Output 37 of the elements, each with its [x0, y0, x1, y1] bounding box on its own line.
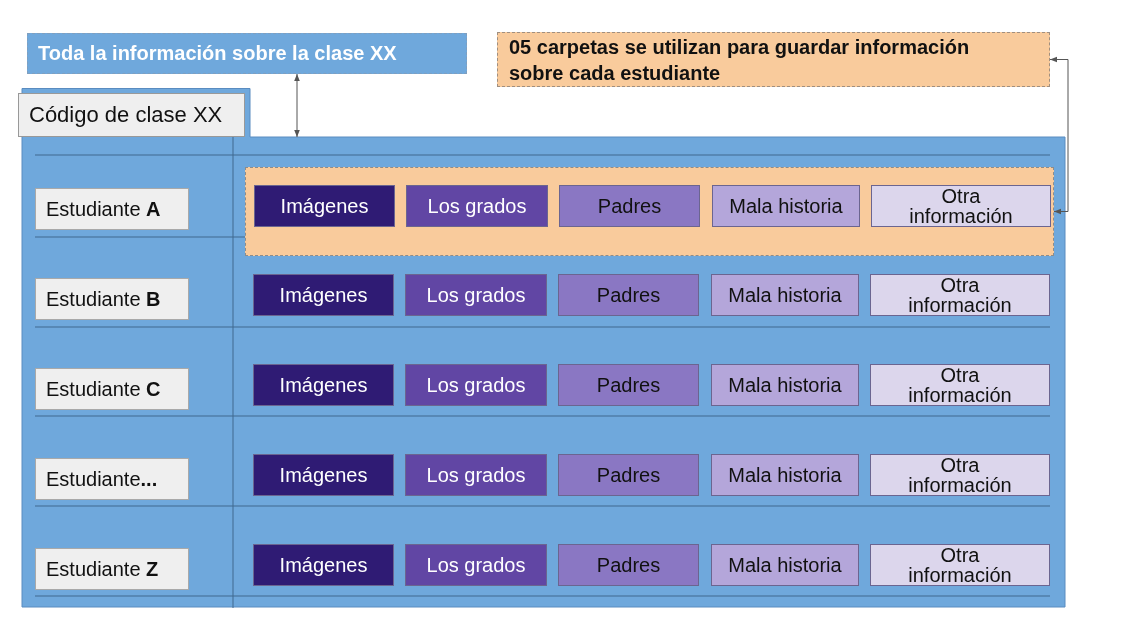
folder-box: Los grados: [405, 364, 547, 406]
title-banner: Toda la información sobre la clase XX: [27, 33, 467, 74]
connector-arrow: [294, 73, 300, 138]
class-code-tab: Código de clase XX: [18, 93, 245, 137]
student-label: Estudiante A: [35, 188, 189, 230]
folder-box: Padres: [558, 274, 699, 316]
student-label: Estudiante C: [35, 368, 189, 410]
folder-box: Imágenes: [253, 544, 394, 586]
folder-box: Los grados: [405, 544, 547, 586]
folder-box: Imágenes: [253, 454, 394, 496]
folder-box: Mala historia: [711, 274, 859, 316]
folder-box: Padres: [558, 454, 699, 496]
folder-box: Padres: [558, 364, 699, 406]
folder-box: Los grados: [405, 454, 547, 496]
folder-box: Mala historia: [711, 544, 859, 586]
folder-box: Los grados: [405, 274, 547, 316]
folder-box: Imágenes: [253, 274, 394, 316]
student-label: Estudiante B: [35, 278, 189, 320]
folder-box: Padres: [559, 185, 700, 227]
folder-box: Otra información: [870, 544, 1050, 586]
folder-box: Otra información: [871, 185, 1051, 227]
folder-box: Padres: [558, 544, 699, 586]
folder-box: Otra información: [870, 364, 1050, 406]
folder-box: Mala historia: [711, 454, 859, 496]
folder-box: Otra información: [870, 454, 1050, 496]
highlight-frame: [245, 167, 1054, 256]
class-panel: [18, 88, 1066, 608]
folder-box: Los grados: [406, 185, 548, 227]
student-label: Estudiante...: [35, 458, 189, 500]
folder-box: Imágenes: [254, 185, 395, 227]
student-label: Estudiante Z: [35, 548, 189, 590]
folder-box: Mala historia: [711, 364, 859, 406]
folder-box: Imágenes: [253, 364, 394, 406]
folder-box: Mala historia: [712, 185, 860, 227]
note-box: 05 carpetas se utilizan para guardar información sobre cada estudiante: [497, 32, 1050, 87]
folder-box: Otra información: [870, 274, 1050, 316]
connector-arrow: [1049, 56, 1069, 215]
